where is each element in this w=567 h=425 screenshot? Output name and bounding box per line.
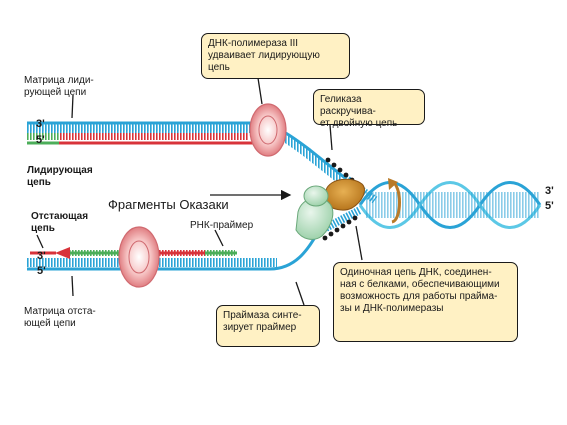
label-3prime-right: 3' [545,185,554,197]
callout-helicase: Геликаза раскручива- ет двойную цепь [313,89,425,129]
label-3prime-bottom: 3' [37,250,46,262]
label-okazaki-fragments: Фрагменты Оказаки [108,197,229,212]
label-rna-primer: РНК-праймер [190,220,254,231]
label-5prime-bottom: 5' [37,265,46,277]
polymerase-clamp-bottom [118,226,160,288]
fork-bottom-strand [316,206,362,236]
label-template-lagging: Матрица отста- ющей цепи [24,306,96,329]
lagging-okazaki-strand [30,247,237,259]
label-5prime-top: 5' [36,134,45,146]
label-5prime-right: 5' [545,200,554,212]
helicase [325,178,365,211]
label-leading-strand: Лидирующая цепь [27,165,93,188]
parental-helix [358,181,542,229]
callout-primase: Праймаза синте- зирует праймер [216,305,320,347]
lagging-growth-arrow [55,247,70,259]
label-3prime-top: 3' [36,118,45,130]
polymerase-clamp-top [249,103,287,157]
label-template-leading: Матрица лиди- рующей цепи [24,75,94,98]
callout-polymerase: ДНК-полимераза III удваивает лидирующую … [201,33,350,79]
label-lagging-strand: Отстающая цепь [31,211,89,234]
leader-lines [36,77,363,306]
callout-ssb: Одиночная цепь ДНК, соединен- ная с белк… [333,262,518,342]
leading-new-strand [27,133,272,149]
